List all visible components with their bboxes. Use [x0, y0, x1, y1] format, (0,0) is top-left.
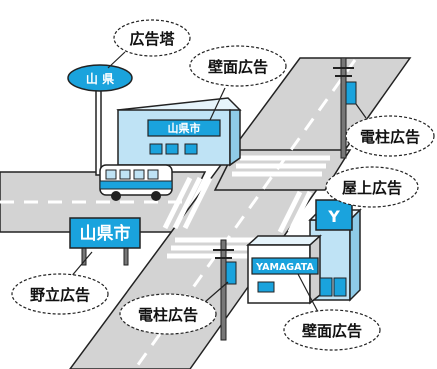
shop-building: YAMAGATA: [246, 234, 347, 305]
label-standalone-text: 野立広告: [30, 286, 90, 304]
roads: [0, 57, 412, 369]
shop-wall-sign: [251, 257, 319, 275]
tower-sign-text: 山 県: [86, 71, 114, 86]
road-diagonal: [69, 57, 412, 369]
pole-bottom-ad-sign: [225, 261, 237, 285]
label-wall-top: 壁面広告: [189, 45, 287, 121]
utility-pole-top: [333, 57, 357, 159]
label-wall-bottom: 壁面広告: [283, 273, 381, 351]
label-tower: 広告塔: [107, 19, 191, 69]
roof-sign: [315, 199, 353, 231]
building-wall-sign: [147, 119, 221, 137]
label-roof-text: 屋上広告: [342, 179, 402, 197]
label-pole-top-text: 電柱広告: [360, 128, 420, 146]
crosswalk-left: [162, 176, 213, 230]
utility-pole-bottom: [213, 239, 237, 341]
label-pole-bottom-text: 電柱広告: [138, 306, 198, 324]
label-wall-top-text: 壁面広告: [208, 58, 268, 76]
building-top: 山県市: [116, 97, 242, 167]
label-pole-bottom: 電柱広告: [119, 281, 229, 335]
standalone-sign-text: 山県市: [80, 223, 131, 244]
ad-tower: 山 県: [67, 64, 133, 176]
label-roof: 屋上広告: [325, 166, 419, 208]
pole-top-ad-sign: [345, 81, 357, 105]
label-standalone: 野立広告: [11, 251, 109, 315]
label-tower-text: 広告塔: [129, 30, 175, 48]
label-pole-top: 電柱広告: [345, 103, 435, 157]
bus: [99, 164, 173, 201]
shop-wall-sign-text: YAMAGATA: [255, 262, 314, 273]
crosswalk-right: [277, 190, 323, 234]
roof-sign-text: Y: [327, 207, 340, 226]
standalone-billboard: 山県市: [69, 217, 141, 266]
crosswalk-bottom: [167, 237, 265, 259]
label-wall-bottom-text: 壁面広告: [302, 322, 362, 340]
building-wall-sign-text: 山県市: [168, 121, 201, 135]
crosswalk-top: [232, 155, 330, 177]
